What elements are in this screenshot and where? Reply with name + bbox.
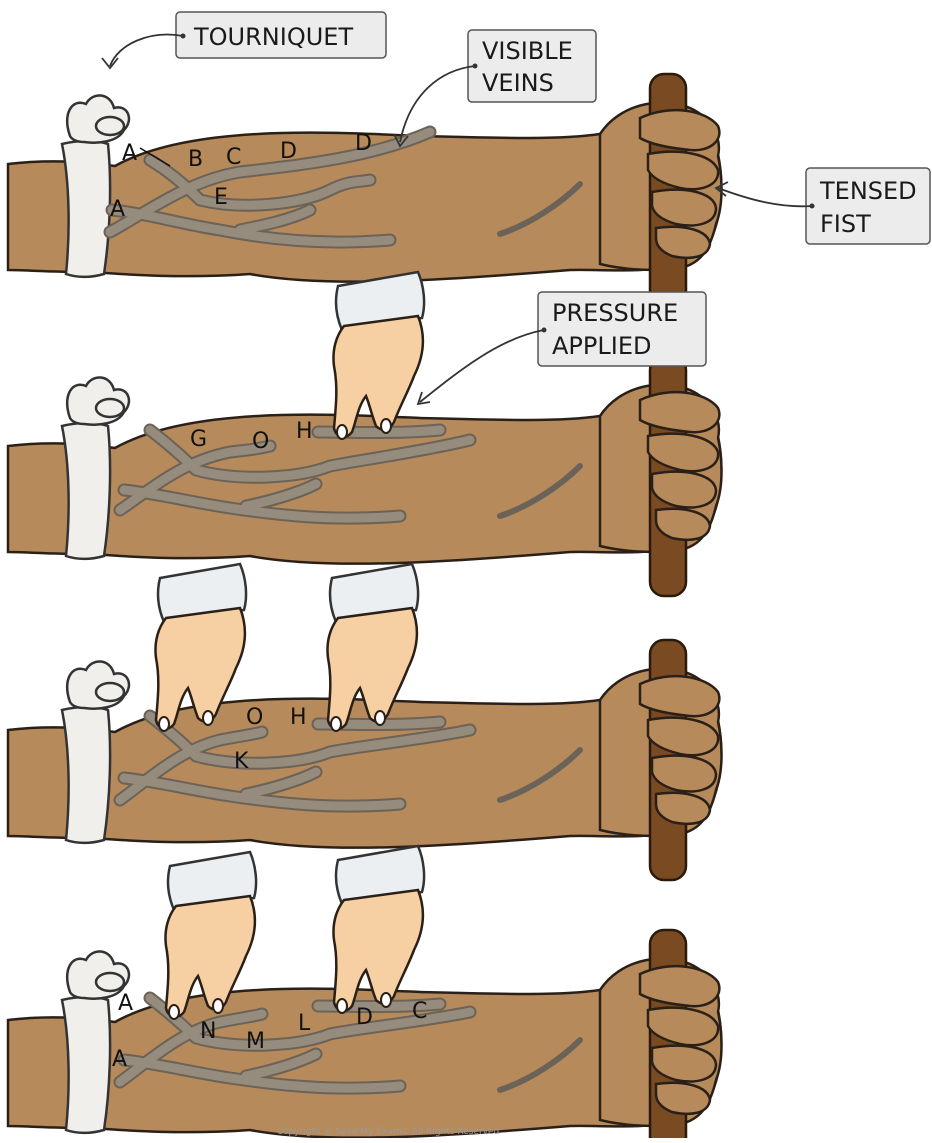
vein-label-o-panel-3: O [246, 705, 263, 730]
vein-label-b: B [188, 147, 203, 172]
tensed-fist-line-2: FIST [820, 210, 871, 238]
veins-panel-3 [113, 709, 477, 813]
panel-3: O H K [8, 562, 722, 880]
visible-veins-line-2: VEINS [482, 69, 554, 97]
callout-visible-veins: VISIBLE VEINS [393, 29, 597, 148]
vein-label-o: O [252, 429, 269, 454]
helper-hand-right-panel-4 [332, 844, 426, 1015]
panel-2: G O H PRESSURE APPLIED [8, 270, 722, 596]
veins-panel-1 [103, 125, 437, 249]
pressure-applied-line-1: PRESSURE [552, 299, 678, 327]
vein-label-e: E [214, 185, 228, 210]
copyright-notice: Copyright © Save My Exams. All Rights Re… [277, 1127, 499, 1137]
panel-1: A B C D D A E TOURNIQUET VISIBLE VEINS [8, 11, 931, 314]
helper-hand-panel-2 [332, 270, 426, 441]
vein-label-m: M [246, 1029, 265, 1054]
vein-label-g: G [190, 427, 207, 452]
callout-tourniquet: TOURNIQUET [101, 11, 387, 70]
veins-panel-2 [113, 423, 477, 525]
vein-label-a-upper: A [122, 141, 137, 166]
tensed-fist-line-1: TENSED [819, 177, 917, 205]
veins-panel-4 [113, 991, 477, 1095]
vein-label-h-panel-3: H [290, 705, 307, 730]
vein-label-d-panel-4: D [356, 1005, 373, 1030]
callout-pressure-applied: PRESSURE APPLIED [416, 291, 707, 406]
vein-label-a-lower-panel-4: A [112, 1047, 127, 1072]
vein-label-c: C [226, 145, 241, 170]
tourniquet-label: TOURNIQUET [193, 23, 353, 51]
vein-label-h: H [296, 419, 313, 444]
vein-label-d-first: D [280, 139, 297, 164]
vein-label-a-lower: A [110, 197, 125, 222]
vein-label-a-upper-panel-4: A [118, 991, 133, 1016]
pressure-applied-line-2: APPLIED [552, 332, 651, 360]
panel-4: A N M L D C A [8, 844, 722, 1138]
vein-label-d-second: D [355, 131, 372, 156]
callout-tensed-fist: TENSED FIST [714, 167, 931, 245]
vein-label-n: N [200, 1019, 216, 1044]
visible-veins-line-1: VISIBLE [482, 37, 573, 65]
vein-label-l: L [298, 1011, 311, 1036]
vein-label-c-panel-4: C [412, 999, 427, 1024]
vein-label-k: K [234, 749, 249, 774]
